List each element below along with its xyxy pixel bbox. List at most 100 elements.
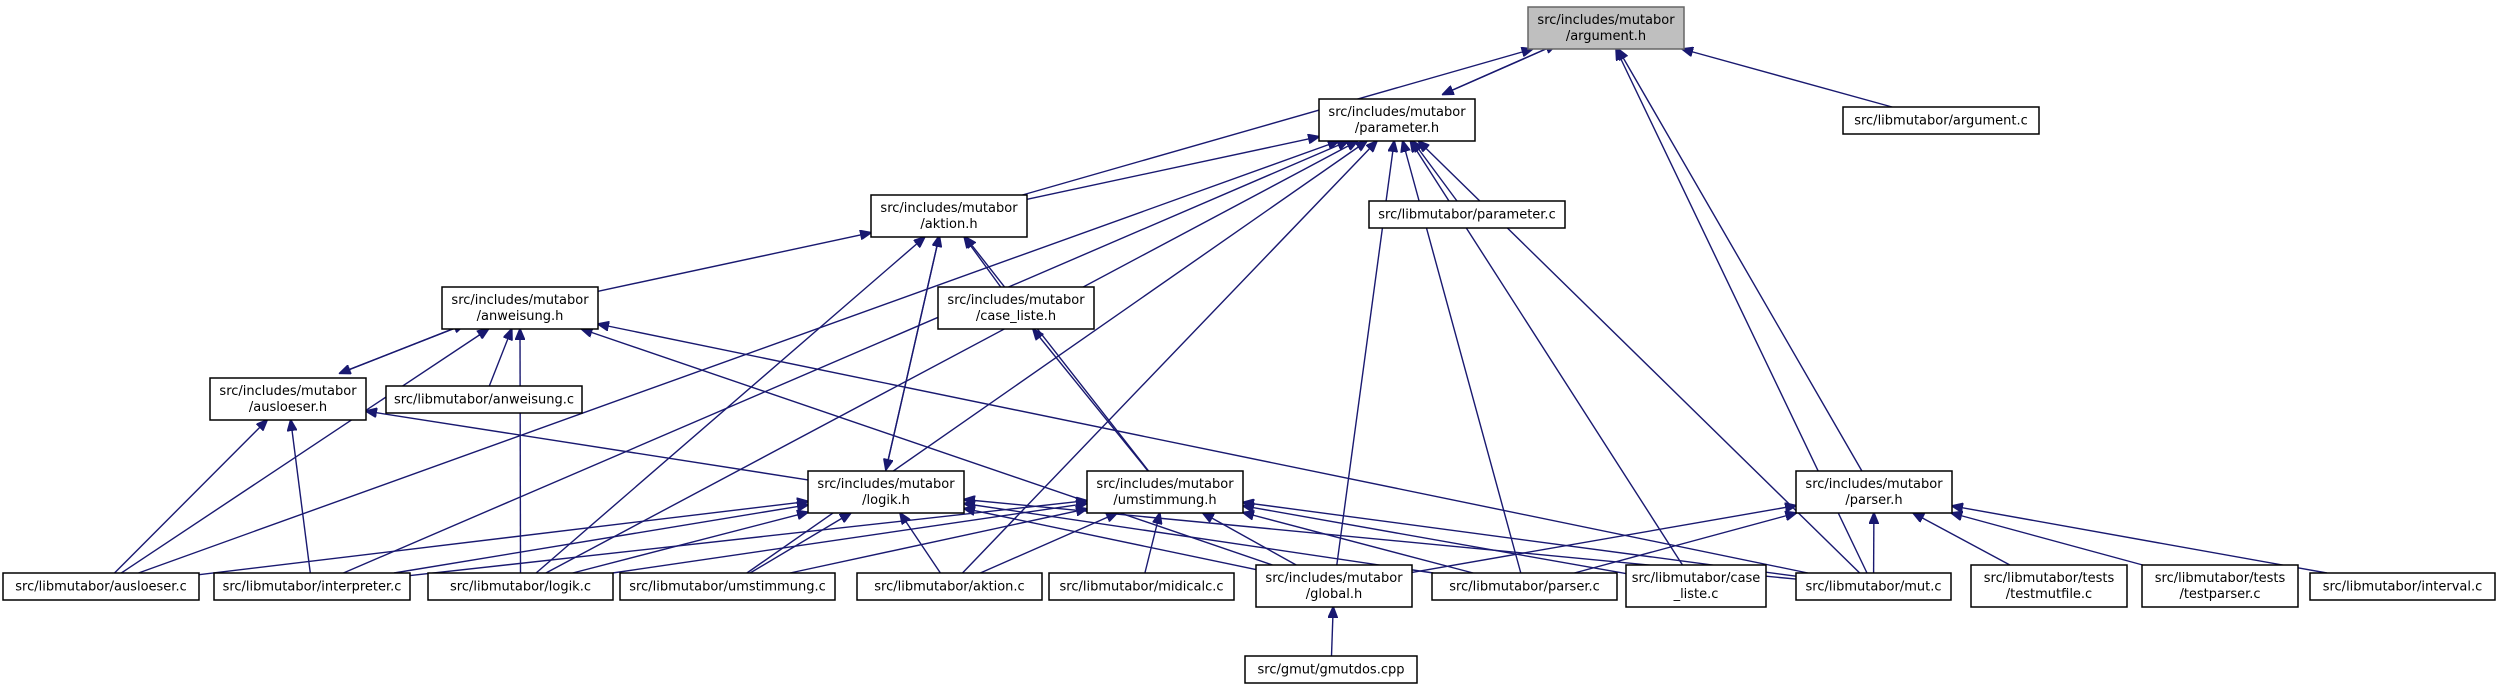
node-box [1086,470,1244,514]
node-umstimmung-h[interactable]: src/includes/mutabor/umstimmung.h [1086,470,1244,514]
edge-mut_c-to-umstimmung_h [1243,502,1797,577]
node-argument-h[interactable]: src/includes/mutabor/argument.h [1527,6,1685,50]
node-box [2,572,200,601]
edge-ausloeser_c-to-parameter_h [138,141,1339,574]
node-label-line: src/libmutabor/interpreter.c [223,580,402,595]
node-label-line: /parameter.h [1355,121,1439,136]
node-label-line: src/libmutabor/argument.c [1854,114,2028,129]
edge-argument_h-to-parameter_h [1443,43,1557,94]
edge-ausloeser_c-to-logik_h [198,501,808,576]
node-box [2309,572,2496,601]
node-box [1527,6,1685,50]
node-parameter-h[interactable]: src/includes/mutabor/parameter.h [1318,98,1476,142]
node-box [1842,106,2040,135]
node-label-line: src/includes/mutabor [1096,477,1234,492]
node-box [856,572,1043,601]
node-label-line: src/libmutabor/midicalc.c [1059,580,1223,595]
node-box [1625,564,1767,608]
node-ausloeser-h[interactable]: src/includes/mutabor/ausloeser.h [209,377,367,421]
node-label-line: src/libmutabor/parser.c [1449,580,1600,595]
edge-case_liste_c-to-umstimmung_h [1243,506,1627,575]
edge-logik_h-to-ausloeser_h [366,411,809,481]
node-gmutdos-cpp[interactable]: src/gmut/gmutdos.cpp [1244,655,1418,684]
node-aktion-c[interactable]: src/libmutabor/aktion.c [856,572,1043,601]
node-midicalc-c[interactable]: src/libmutabor/midicalc.c [1048,572,1235,601]
node-logik-c[interactable]: src/libmutabor/logik.c [427,572,614,601]
node-global-h[interactable]: src/includes/mutabor/global.h [1255,564,1413,608]
edge-interpreter_c-to-umstimmung_h [409,501,1087,577]
edge-anweisung_c-to-anweisung_h [488,329,511,387]
node-label-line: src/includes/mutabor [880,201,1018,216]
node-label-line: src/libmutabor/anweisung.c [394,393,574,408]
edge-anweisung_h-to-aktion_h [597,233,871,292]
node-label-line: src/includes/mutabor [1328,105,1466,120]
node-ausloeser-c[interactable]: src/libmutabor/ausloeser.c [2,572,200,601]
edge-interval_c-to-parser_h [1952,506,2328,574]
node-label-line: src/libmutabor/parameter.c [1378,208,1555,223]
node-argument-c[interactable]: src/libmutabor/argument.c [1842,106,2040,135]
node-parameter-c[interactable]: src/libmutabor/parameter.c [1368,200,1566,229]
node-label-line: src/includes/mutabor [451,293,589,308]
edge-testmutfile_c-to-parser_h [1913,513,2011,566]
node-testparser-c[interactable]: src/libmutabor/tests/testparser.c [2141,564,2299,608]
edge-logik_c-to-umstimmung_h [612,503,1087,574]
edge-interpreter_c-to-ausloeser_h [291,420,311,574]
node-label-line: src/includes/mutabor [947,293,1085,308]
node-testmutfile-c[interactable]: src/libmutabor/tests/testmutfile.c [1970,564,2128,608]
node-box [1048,572,1235,601]
edge-aktion_c-to-parameter_h [961,141,1377,574]
node-interval-c[interactable]: src/libmutabor/interval.c [2309,572,2496,601]
node-interpreter-c[interactable]: src/libmutabor/interpreter.c [213,572,411,601]
edge-umstimmung_c-to-logik_h [749,513,851,574]
edge-parser_c-to-parser_h [1574,513,1796,574]
node-label-line: src/libmutabor/tests [1984,571,2115,586]
node-box [1244,655,1418,684]
node-case-liste-h[interactable]: src/includes/mutabor/case_liste.h [937,286,1095,330]
node-aktion-h[interactable]: src/includes/mutabor/aktion.h [870,194,1028,238]
node-label-line: src/includes/mutabor [817,477,955,492]
node-box [385,385,583,414]
edge-logik_c-to-logik_h [572,512,808,574]
node-label-line: src/libmutabor/logik.c [450,580,591,595]
node-label-line: src/libmutabor/aktion.c [874,580,1024,595]
edge-midicalc_c-to-umstimmung_h [1144,513,1160,574]
edge-parser_c-to-umstimmung_h [1243,513,1474,574]
edge-aktion_h-to-parameter_h [1026,137,1319,200]
edge-parameter_c-to-parameter_h [1413,141,1458,202]
edge-mut_c-to-anweisung_h [598,324,1809,574]
node-parser-c[interactable]: src/libmutabor/parser.c [1431,572,1618,601]
edge-umstimmung_c-to-umstimmung_h [789,509,1087,574]
node-umstimmung-c[interactable]: src/libmutabor/umstimmung.c [619,572,836,601]
node-box [441,286,599,330]
file-nodes: src/includes/mutabor/argument.hsrc/inclu… [2,6,2496,684]
node-parser-h[interactable]: src/includes/mutabor/parser.h [1795,470,1953,514]
edge-interpreter_c-to-parameter_h [343,141,1348,574]
node-label-line: src/libmutabor/ausloeser.c [15,580,186,595]
edge-aktion_h-to-argument_h [1022,49,1532,196]
edge-aktion_c-to-logik_h [900,513,941,574]
node-logik-h[interactable]: src/includes/mutabor/logik.h [807,470,965,514]
edge-global_h-to-logik_h [964,508,1257,571]
node-box [427,572,614,601]
edge-global_h-to-umstimmung_h [1203,513,1297,566]
node-label-line: /testparser.c [2179,587,2260,602]
node-box [1368,200,1566,229]
node-label-line: src/libmutabor/case [1632,571,1761,586]
node-box [1255,564,1413,608]
node-label-line: src/includes/mutabor [1805,477,1943,492]
node-label-line: /argument.h [1566,29,1646,44]
edge-interpreter_c-to-logik_h [393,505,808,574]
node-mut-c[interactable]: src/libmutabor/mut.c [1795,572,1952,601]
node-label-line: src/libmutabor/mut.c [1805,580,1941,595]
node-label-line: /anweisung.h [477,309,564,324]
edge-aktion_h-to-logik_h [886,235,940,470]
node-label-line: /aktion.h [920,217,977,232]
edge-logik_c-to-anweisung_h [520,329,521,574]
node-box [1970,564,2128,608]
node-anweisung-c[interactable]: src/libmutabor/anweisung.c [385,385,583,414]
edge-parser_c-to-logik_h [964,504,1434,574]
node-case-liste-c[interactable]: src/libmutabor/case_liste.c [1625,564,1767,608]
node-box [870,194,1028,238]
node-anweisung-h[interactable]: src/includes/mutabor/anweisung.h [441,286,599,330]
